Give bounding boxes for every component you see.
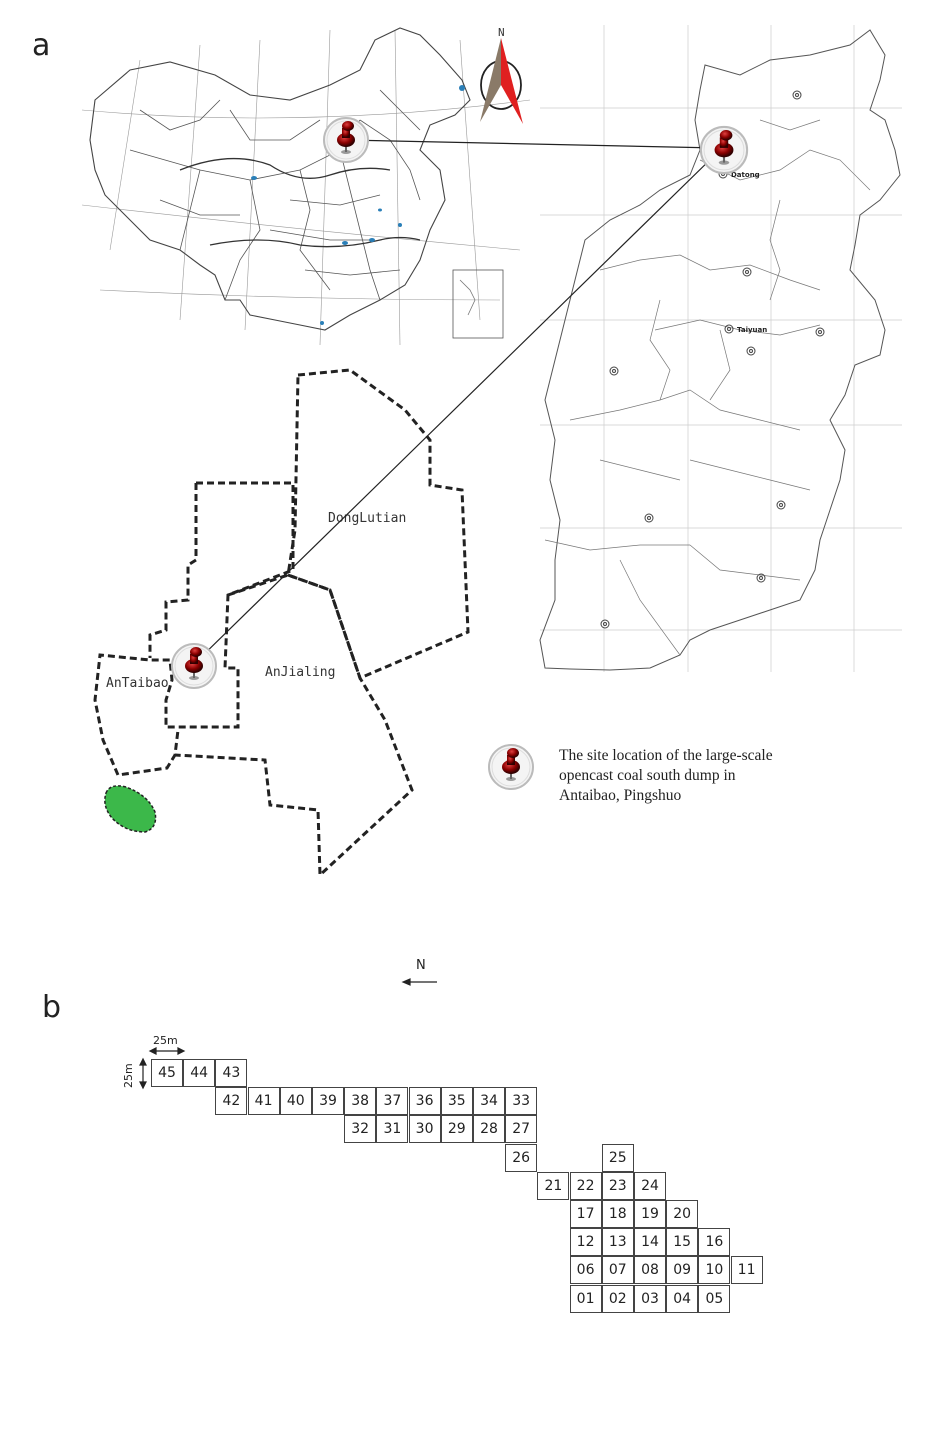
connector-lines <box>193 139 719 665</box>
plot-cell: 02 <box>601 1284 634 1313</box>
dump-area <box>104 785 157 833</box>
plot-cell: 38 <box>344 1087 377 1116</box>
district-label-donglutian: DongLutian <box>328 511 406 526</box>
plot-cell: 37 <box>376 1087 409 1116</box>
plot-cell: 35 <box>440 1087 473 1116</box>
plot-cell: 05 <box>698 1284 731 1313</box>
compass-north-label: N <box>498 26 505 39</box>
plot-cell: 11 <box>730 1256 763 1285</box>
plot-cell: 09 <box>666 1256 699 1285</box>
panel-b-north-label: N <box>416 958 426 973</box>
compass-rose-icon <box>480 38 523 124</box>
plot-cell: 34 <box>473 1087 505 1116</box>
plot-cell: 29 <box>440 1115 473 1144</box>
city-label-datong: Datong <box>731 171 760 179</box>
plot-cell: 40 <box>279 1087 312 1116</box>
panel-a-label: a <box>32 28 51 63</box>
plot-cell: 04 <box>666 1284 699 1313</box>
plot-cell: 33 <box>505 1087 538 1116</box>
plot-cell: 18 <box>601 1200 634 1228</box>
plot-cell: 03 <box>634 1284 666 1313</box>
plot-cell: 30 <box>408 1115 441 1144</box>
district-map <box>93 368 470 879</box>
plot-cell: 17 <box>569 1200 602 1228</box>
legend-description: The site location of the large-scale ope… <box>559 747 773 804</box>
pin-icon-legend <box>488 744 534 790</box>
plot-cell: 28 <box>473 1115 505 1144</box>
district-label-antaibao: AnTaibao <box>106 676 169 691</box>
plot-cell: 32 <box>344 1115 377 1144</box>
plot-cell: 07 <box>601 1256 634 1285</box>
china-map <box>81 27 531 346</box>
plot-cell: 27 <box>505 1115 538 1144</box>
scale-horizontal-label: 25m <box>153 1034 178 1047</box>
plot-cell: 36 <box>408 1087 441 1116</box>
plot-cell: 22 <box>569 1171 602 1200</box>
plot-cell: 15 <box>666 1228 699 1257</box>
district-label-anjialing: AnJialing <box>265 665 335 680</box>
plot-cell: 16 <box>698 1228 731 1257</box>
plot-cell: 23 <box>601 1171 634 1200</box>
panel-b-arrows <box>139 978 437 1090</box>
plot-cell: 12 <box>569 1228 602 1257</box>
pin-icon-district <box>171 643 217 689</box>
plot-cell: 19 <box>634 1200 666 1228</box>
plot-cell: 42 <box>215 1087 248 1116</box>
plot-cell: 43 <box>215 1059 248 1087</box>
plot-cell: 08 <box>634 1256 666 1285</box>
plot-cell: 10 <box>698 1256 731 1285</box>
plot-cell: 25 <box>601 1143 634 1172</box>
pin-icon-shanxi <box>699 125 749 175</box>
plot-cell: 21 <box>537 1171 570 1200</box>
pin-icon-china <box>323 117 369 163</box>
plot-cell: 24 <box>634 1171 666 1200</box>
plot-cell: 20 <box>666 1200 699 1228</box>
plot-cell: 44 <box>183 1059 216 1087</box>
scale-vertical-label: 25m <box>122 1063 135 1088</box>
plot-cell: 13 <box>601 1228 634 1257</box>
panel-b-label: b <box>42 990 62 1025</box>
shanxi-map <box>539 25 902 672</box>
city-label-taiyuan: Taiyuan <box>737 326 767 334</box>
plot-cell: 26 <box>505 1143 538 1172</box>
plot-cell: 06 <box>569 1256 602 1285</box>
plot-cell: 39 <box>312 1087 344 1116</box>
plot-cell: 31 <box>376 1115 409 1144</box>
plot-cell: 45 <box>151 1059 183 1087</box>
plot-cell: 01 <box>569 1284 602 1313</box>
plot-cell: 14 <box>634 1228 666 1257</box>
plot-cell: 41 <box>247 1087 280 1116</box>
